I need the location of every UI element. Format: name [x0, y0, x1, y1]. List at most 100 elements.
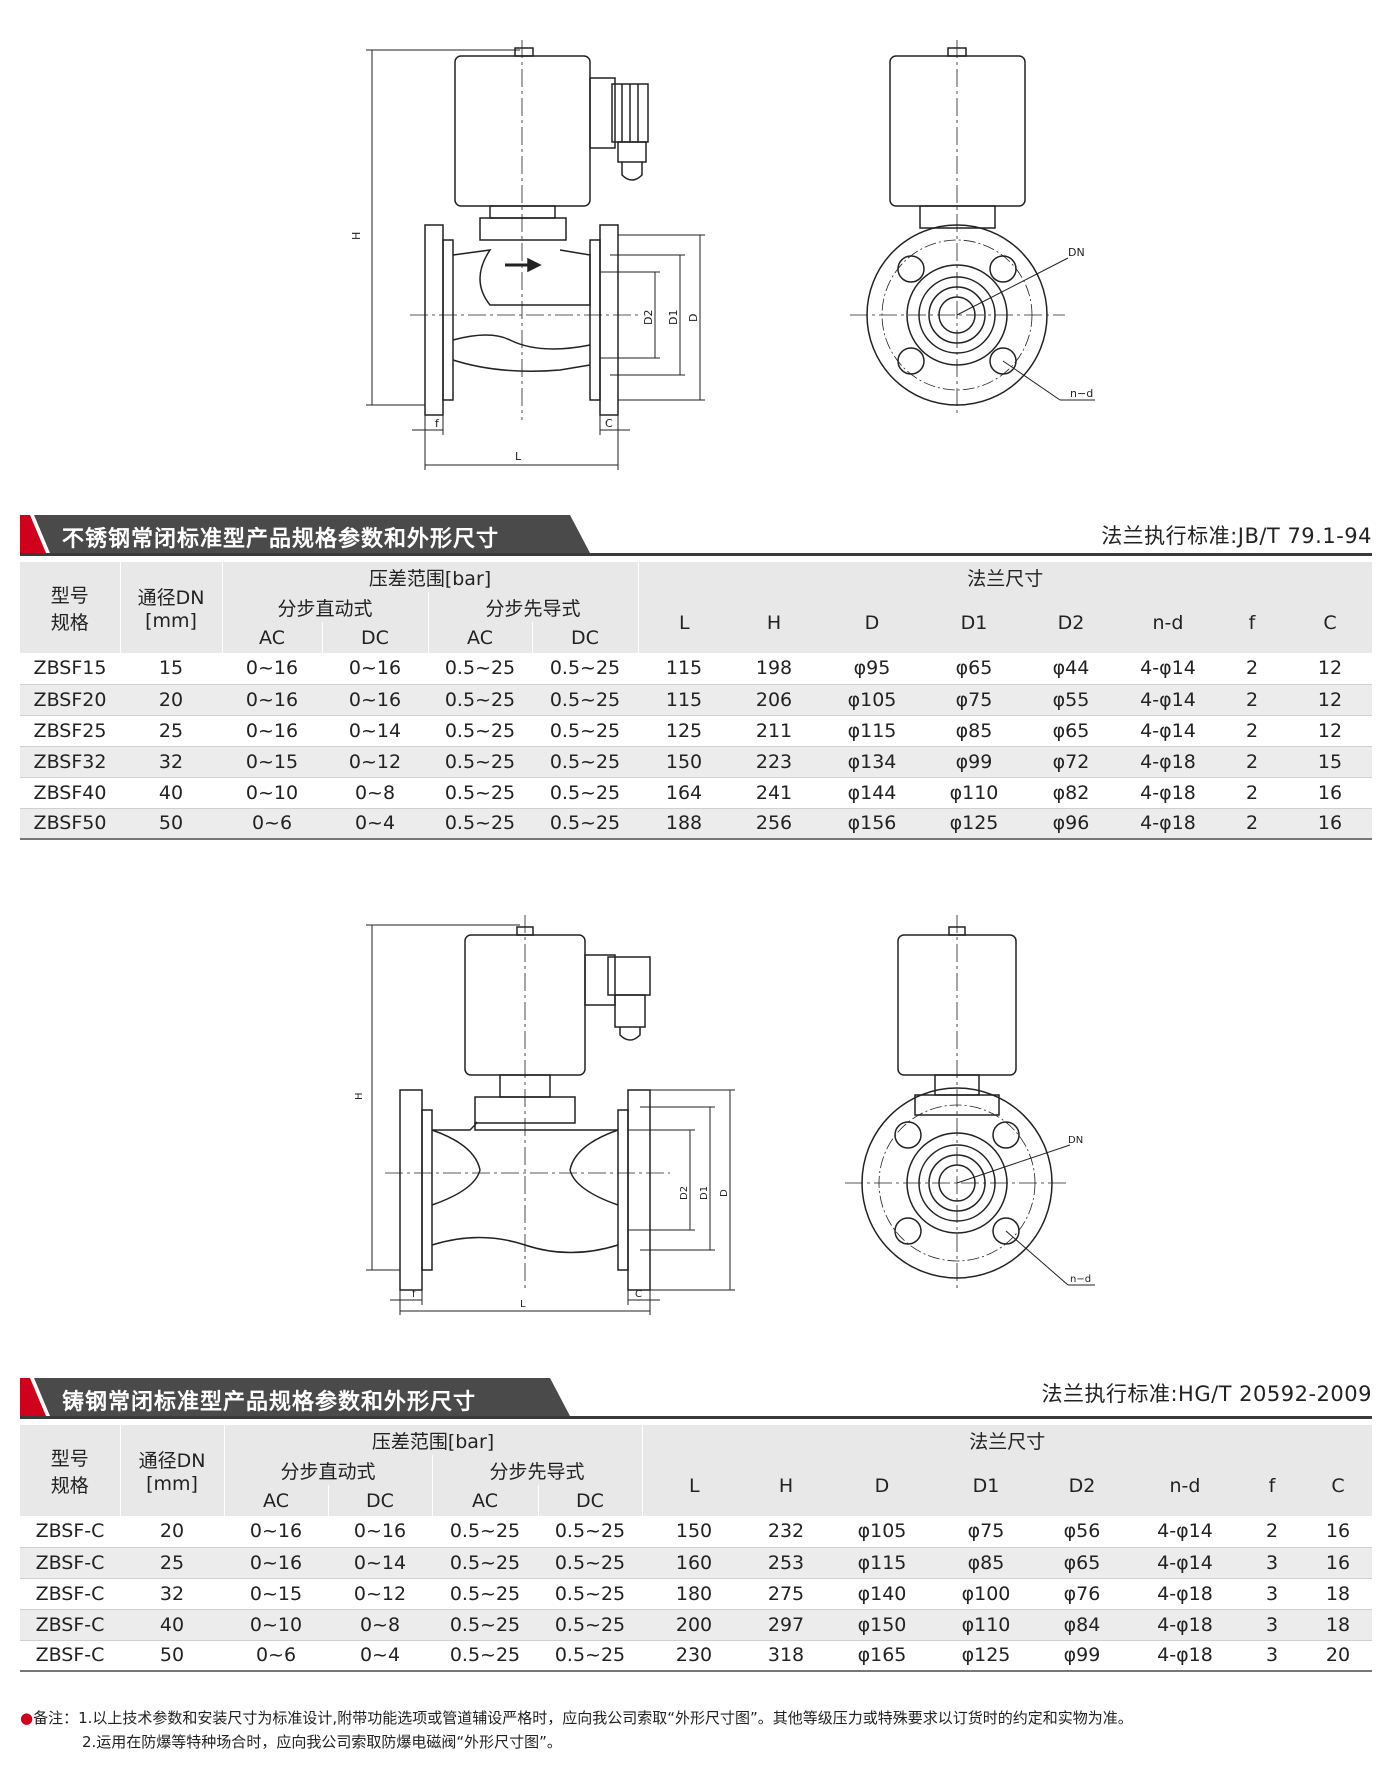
table-cell: φ99: [1034, 1640, 1130, 1672]
table-cell: 12: [1288, 684, 1372, 716]
header-model: 型号规格: [20, 562, 121, 653]
table-cell: φ75: [926, 684, 1022, 716]
table-cell: 256: [730, 808, 818, 840]
table-cell: ZBSF32: [20, 746, 120, 778]
table-cell: 40: [120, 777, 222, 809]
table-cell: 4-φ18: [1120, 777, 1216, 809]
table-cell: 200: [642, 1609, 746, 1641]
header-direct-ac: AC: [222, 622, 323, 653]
table-cell: 253: [746, 1547, 826, 1579]
label-L: L: [520, 1299, 526, 1310]
label-L: L: [515, 450, 522, 463]
table-cell: 0~15: [224, 1578, 328, 1610]
bullet-dot-icon: ●: [20, 1709, 34, 1727]
header-direct: 分步直动式: [224, 1455, 433, 1485]
table-cell: 0.5~25: [532, 746, 638, 778]
table-cell: φ99: [926, 746, 1022, 778]
note-line-2: 2.运用在防爆等特种场合时，应向我公司索取防爆电磁阀“外形尺寸图”。: [20, 1730, 1133, 1754]
drawing-cast-steel: H L f C D D1 D2 DN n−d: [0, 915, 1390, 1315]
header-pilot-dc: DC: [532, 622, 639, 653]
note-1: 1.以上技术参数和安装尺寸为标准设计,附带功能选项或管道辅设严格时，应向我公司索…: [78, 1709, 1133, 1727]
table-cell: 0~8: [328, 1609, 432, 1641]
header-C: C: [1304, 1455, 1372, 1516]
table-cell: 0.5~25: [432, 1640, 538, 1672]
table-cell: 0~15: [222, 746, 322, 778]
table-cell: 0.5~25: [538, 1609, 642, 1641]
section2-title-bar: 铸钢常闭标准型产品规格参数和外形尺寸: [20, 1378, 580, 1416]
header-flange: 法兰尺寸: [642, 1425, 1372, 1455]
label-C: C: [635, 1289, 642, 1300]
header-D: D: [826, 1455, 938, 1516]
table-cell: 20: [120, 684, 222, 716]
table-cell: 16: [1288, 808, 1372, 840]
table-cell: 0.5~25: [532, 653, 638, 685]
table-cell: 115: [638, 684, 730, 716]
table-cell: 4-φ14: [1130, 1516, 1240, 1548]
table-cell: 0~16: [224, 1547, 328, 1579]
table-cell: 0~4: [328, 1640, 432, 1672]
table-cell: φ84: [1034, 1609, 1130, 1641]
header-pilot-ac: AC: [432, 1485, 539, 1516]
header-pilot: 分步先导式: [428, 592, 639, 622]
table-cell: 3: [1240, 1640, 1304, 1672]
table-cell: 206: [730, 684, 818, 716]
label-nd: n−d: [1070, 1274, 1091, 1285]
header-D: D: [818, 592, 926, 653]
table-cell: 0.5~25: [532, 684, 638, 716]
header-D1: D1: [926, 592, 1022, 653]
table-cell: 188: [638, 808, 730, 840]
table-cell: 25: [120, 1547, 224, 1579]
table-cell: 0.5~25: [538, 1516, 642, 1548]
table-cell: 125: [638, 715, 730, 747]
table-cell: 198: [730, 653, 818, 685]
label-f: f: [435, 417, 440, 430]
table-cell: ZBSF-C: [20, 1640, 120, 1672]
table-cell: 4-φ14: [1130, 1547, 1240, 1579]
table-cell: 211: [730, 715, 818, 747]
table-cell: 0.5~25: [428, 653, 532, 685]
header-pilot: 分步先导式: [432, 1455, 643, 1485]
table-cell: 4-φ18: [1130, 1609, 1240, 1641]
table-cell: 0.5~25: [538, 1640, 642, 1672]
table-cell: 0~16: [222, 684, 322, 716]
table-cell: 0.5~25: [532, 808, 638, 840]
header-pressure: 压差范围[bar]: [222, 562, 639, 592]
table-cell: φ140: [826, 1578, 938, 1610]
section1-standard: 法兰执行标准:JB/T 79.1-94: [1101, 524, 1372, 548]
table-cell: 4-φ18: [1130, 1640, 1240, 1672]
table-cell: φ125: [938, 1640, 1034, 1672]
header-D2: D2: [1034, 1455, 1130, 1516]
header-D1: D1: [938, 1455, 1034, 1516]
header-pilot-dc: DC: [538, 1485, 643, 1516]
table-cell: 0~16: [222, 653, 322, 685]
table-cell: φ125: [926, 808, 1022, 840]
footnotes: ●备注：1.以上技术参数和安装尺寸为标准设计,附带功能选项或管道辅设严格时，应向…: [20, 1706, 1133, 1754]
label-D2: D2: [679, 1186, 690, 1200]
section2-title: 铸钢常闭标准型产品规格参数和外形尺寸: [62, 1390, 477, 1415]
table-cell: φ144: [818, 777, 926, 809]
header-H: H: [746, 1455, 826, 1516]
table-cell: 0.5~25: [432, 1609, 538, 1641]
table-cell: φ56: [1034, 1516, 1130, 1548]
header-D2: D2: [1022, 592, 1120, 653]
table-cell: 275: [746, 1578, 826, 1610]
table-cell: ZBSF25: [20, 715, 120, 747]
table-cell: 2: [1240, 1516, 1304, 1548]
table-cell: 18: [1304, 1609, 1372, 1641]
label-H: H: [350, 232, 363, 240]
label-D1: D1: [667, 310, 680, 325]
table-cell: 50: [120, 1640, 224, 1672]
table-cell: φ44: [1022, 653, 1120, 685]
spec-table-cast-steel: 型号规格 通径DN[mm] 压差范围[bar] 法兰尺寸 分步直动式 分步先导式…: [20, 1425, 1372, 1672]
table-cell: 0.5~25: [532, 715, 638, 747]
table-cell: 232: [746, 1516, 826, 1548]
label-C: C: [605, 417, 613, 430]
table-cell: ZBSF-C: [20, 1547, 120, 1579]
table-cell: φ165: [826, 1640, 938, 1672]
table-cell: φ95: [818, 653, 926, 685]
header-f: f: [1216, 592, 1288, 653]
